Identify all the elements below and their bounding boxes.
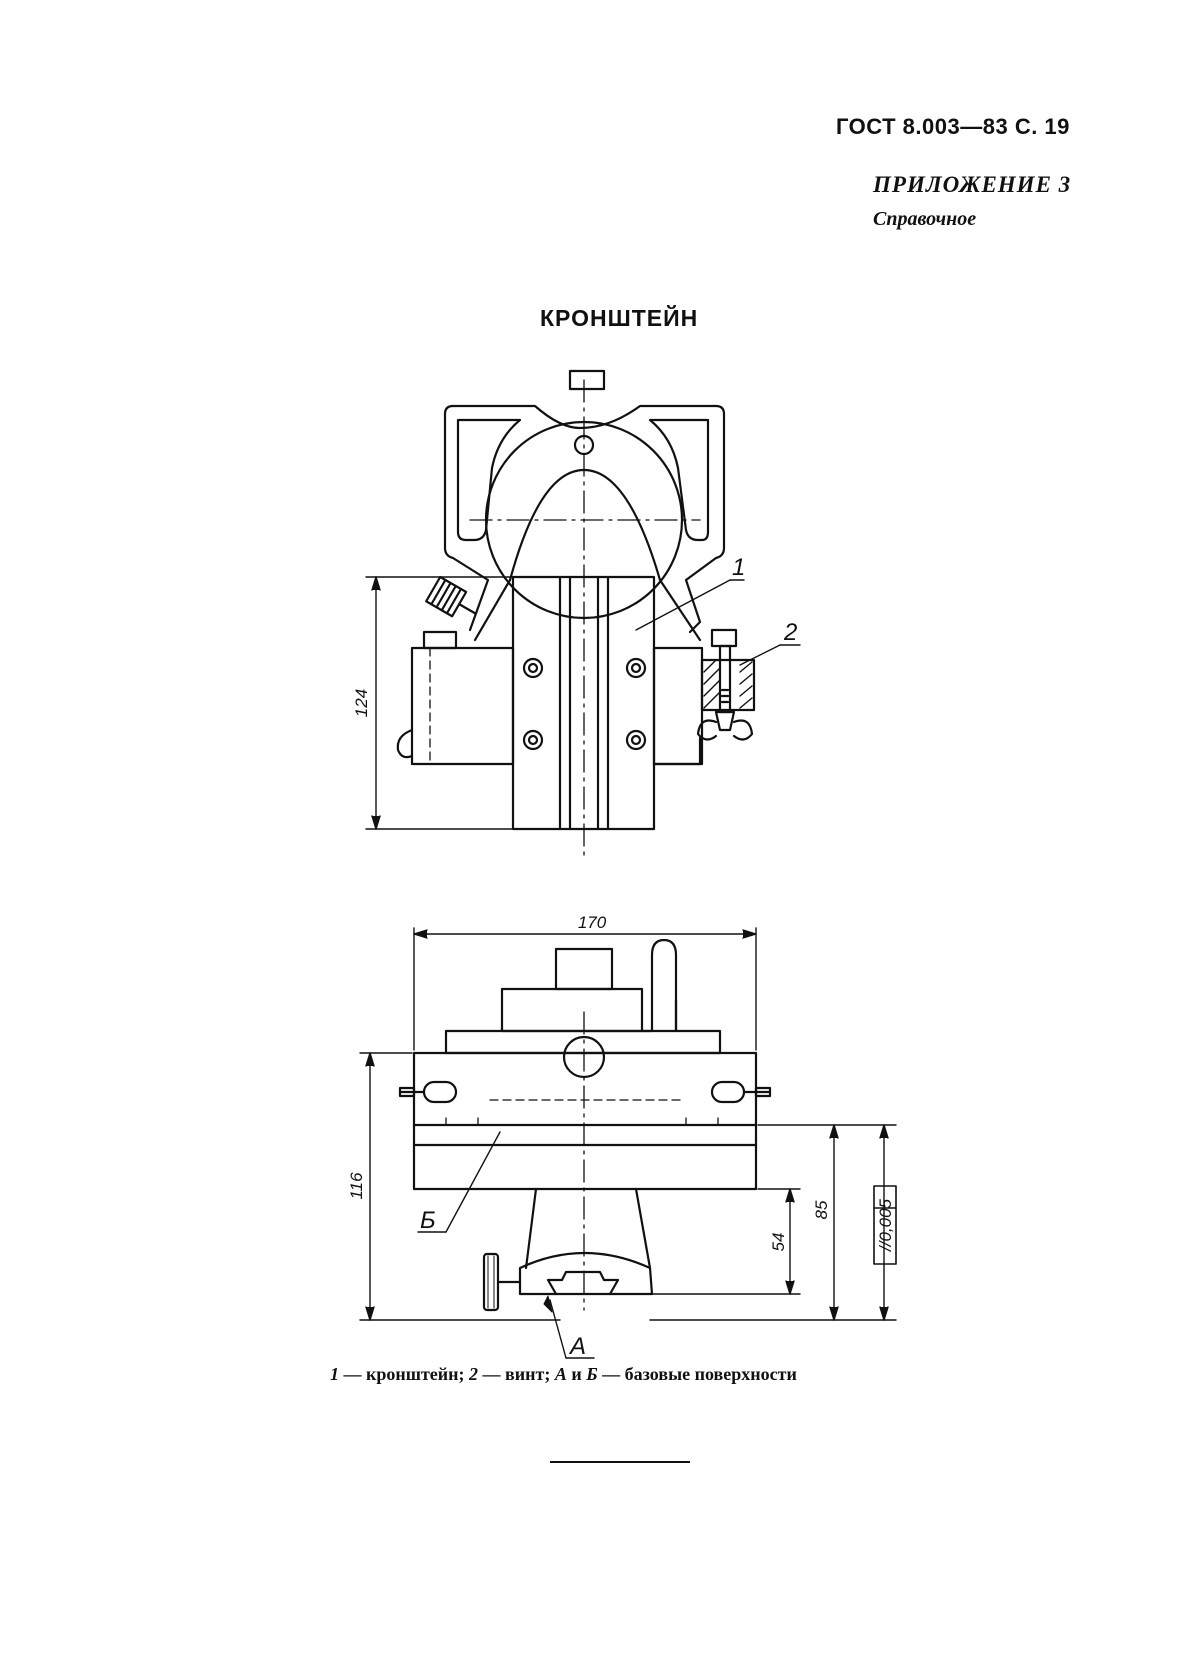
- right-section-block: [700, 658, 756, 712]
- knurled-knob: [482, 1252, 500, 1312]
- right-clamp-block: [652, 646, 704, 766]
- end-rule: [550, 1461, 690, 1463]
- frame-outer-right: [451, 404, 726, 634]
- dimension-54: [651, 1188, 801, 1295]
- figure-caption: 1 — кронштейн; 2 — винт; А и Б — базовые…: [330, 1364, 797, 1385]
- caption-conj: и: [571, 1364, 582, 1384]
- pedestal: [524, 1187, 652, 1270]
- dim-170-text: 170: [578, 913, 607, 932]
- upper-slab: [444, 1029, 722, 1055]
- appendix-type: Справочное: [873, 208, 977, 230]
- main-base: [412, 1051, 758, 1191]
- caption-item-1-text: — кронштейн;: [343, 1364, 465, 1384]
- hidden-lines: [445, 1099, 719, 1126]
- appendix-title: ПРИЛОЖЕНИЕ 3: [873, 172, 1072, 197]
- tolerance-frame: [873, 1185, 897, 1265]
- left-clamp-nut: [422, 630, 458, 650]
- dimension-85: [649, 1124, 897, 1321]
- dim-85-text: 85: [812, 1200, 831, 1219]
- leader-b: [445, 1131, 501, 1233]
- drawing-title: КРОНШТЕЙН: [540, 305, 699, 331]
- slot-right: [710, 1080, 746, 1104]
- caption-item-2-text: — винт;: [482, 1364, 551, 1384]
- caption-surface-b: Б: [586, 1364, 598, 1384]
- dovetail: [546, 1270, 620, 1296]
- column-top: [554, 947, 614, 991]
- caption-surface-text: — базовые поверхности: [602, 1364, 797, 1384]
- caption-item-1: 1: [330, 1364, 339, 1384]
- document-code: ГОСТ 8.003—83 С. 19: [836, 114, 1070, 139]
- top-knob: [568, 369, 606, 391]
- section-hatching: [703, 659, 753, 709]
- bottom-view: [359, 927, 897, 1359]
- surface-label-b: Б: [420, 1207, 436, 1234]
- left-wing-handle: [396, 728, 414, 759]
- tolerance-text: //0,005: [876, 1198, 895, 1252]
- caption-item-2: 2: [469, 1364, 479, 1384]
- dovetail-head: [518, 1251, 654, 1296]
- dim-54-text: 54: [769, 1233, 788, 1252]
- leg-left: [473, 578, 512, 642]
- leader-a: [549, 1299, 567, 1359]
- top-view: [365, 369, 801, 861]
- arch-cut: [508, 468, 662, 582]
- dim-124-text: 124: [352, 689, 371, 717]
- dimension-170: [413, 927, 757, 1051]
- caption-surface-a: А: [554, 1364, 567, 1384]
- leader-2: [739, 644, 781, 666]
- leader-1: [635, 579, 731, 631]
- part-label-1: 1: [732, 554, 745, 581]
- column-screws: [522, 657, 647, 751]
- screw-2: [696, 628, 754, 741]
- part-label-2: 2: [783, 619, 797, 646]
- frame-window-right: [648, 418, 710, 542]
- clamp-stud: [640, 938, 678, 1033]
- surface-label-a: А: [568, 1333, 586, 1360]
- dimension-116: [359, 1052, 561, 1321]
- dimension-124: [365, 576, 513, 830]
- frame-window-left: [456, 418, 522, 542]
- leg-right: [658, 578, 702, 642]
- slot-left: [422, 1080, 458, 1104]
- column-base: [500, 987, 644, 1033]
- frame-outer-left: [443, 404, 490, 632]
- left-clamp-block: [410, 646, 515, 766]
- dim-116-text: 116: [347, 1172, 366, 1200]
- angled-screw: [425, 575, 476, 618]
